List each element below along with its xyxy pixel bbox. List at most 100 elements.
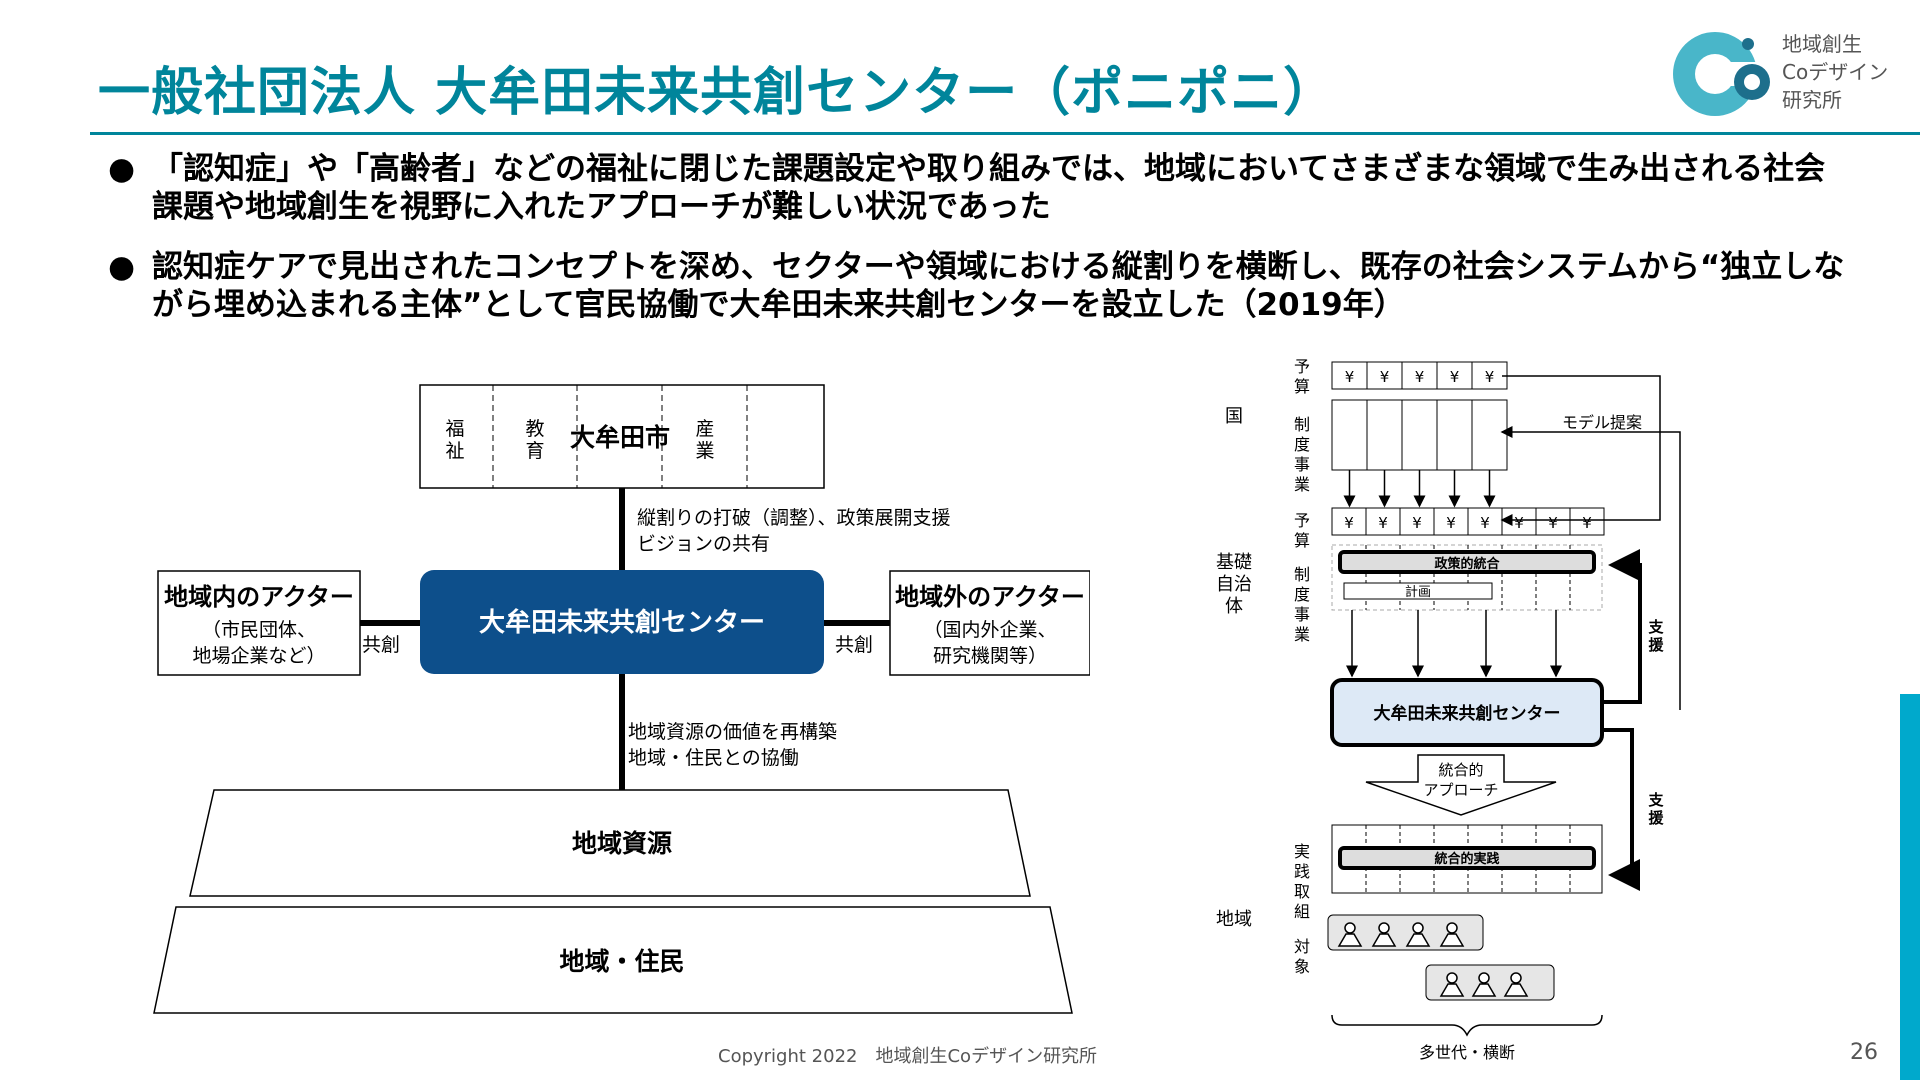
downward-arrows [1346,610,1562,678]
center-box [420,570,824,674]
integrated-practice-bar [1338,846,1596,870]
budget-cell [1433,507,1469,536]
budget-cell [1365,507,1401,536]
center-label: 大牟田未来共創センター [479,607,765,638]
budget-return-line [1500,375,1661,526]
policy-integration-bar [1338,550,1596,574]
left-actor-sub: （市民団体、 [202,619,316,641]
side-accent-bar [1900,694,1920,1080]
budget-cell [1401,361,1438,390]
level-municipality: 体 [1225,596,1243,617]
person-icon [1405,933,1431,947]
right-link-label: 共創 [835,634,873,656]
support-label: 援 [1648,809,1664,827]
yen-icon: ¥ [1450,368,1460,386]
top-link-label: ビジョンの共有 [637,533,770,555]
system-label: 事 [1294,605,1310,624]
plan-box [1343,582,1493,600]
budget-label: 算 [1294,377,1310,396]
copyright: Copyright 2022 地域創生Coデザイン研究所 [718,1046,1098,1067]
right-actor-sub: 研究機関等） [933,645,1047,667]
logo-line: 研究所 [1782,88,1842,112]
residents-label: 地域・住民 [559,947,684,976]
title-underline [90,132,1920,135]
budget-cell [1471,361,1508,390]
bottom-link-label: 地域資源の価値を再構築 [628,721,837,743]
target-label: 対 [1294,937,1310,956]
person-icon [1471,983,1497,997]
support-arrow-down [1602,728,1640,891]
center-label: 大牟田未来共創センター [1374,703,1561,724]
system-column [1401,399,1438,471]
logo-icon [1673,32,1770,116]
sector-label: 福祉 [445,418,464,462]
budget-label: 算 [1294,531,1310,550]
yen-icon: ¥ [1344,514,1354,532]
budget-cell [1399,507,1435,536]
support-arrow-up [1602,549,1642,704]
level-municipality: 自治 [1216,574,1252,595]
person-icon [1503,983,1529,997]
system-label: 度 [1294,585,1310,604]
practice-label: 践 [1294,862,1310,881]
left-diagram: 福祉 教育 産業 大牟田市 縦割りの打破（調整）、政策展開支援 ビジョンの共有 … [153,384,1090,1014]
national-system-columns [1331,399,1508,508]
person-icon [1412,922,1424,934]
system-label: 制 [1294,415,1310,434]
city-label: 大牟田市 [570,423,670,452]
budget-cell [1331,507,1367,536]
person-icon [1371,933,1397,947]
page-title: 一般社団法人 大牟田未来共創センター（ポニポニ） [98,63,1337,123]
page-number: 26 [1850,1040,1878,1065]
brace-icon [1331,1014,1603,1037]
resources-label: 地域資源 [572,829,672,858]
approach-arrow-icon [1365,754,1557,816]
approach-label: アプローチ [1423,781,1498,799]
person-icon [1378,922,1390,934]
practice-label: 実 [1294,842,1310,861]
person-icon [1337,933,1363,947]
center-box [1330,678,1604,747]
model-proposal-label: モデル提案 [1562,413,1642,432]
bottom-link-label: 地域・住民との協働 [628,747,799,769]
support-label: 支 [1647,618,1664,636]
yen-icon: ¥ [1548,514,1558,532]
people-icons [1337,922,1465,947]
left-link-label: 共創 [362,634,400,656]
level-region: 地域 [1216,909,1252,930]
level-municipality: 基礎 [1216,552,1252,573]
system-column [1331,399,1368,471]
yen-icon: ¥ [1582,514,1592,532]
practice-label: 取 [1294,882,1310,901]
yen-icon: ¥ [1378,514,1388,532]
left-actor-box [157,570,361,676]
system-label: 度 [1294,435,1310,454]
budget-cell [1436,361,1473,390]
sector-label: 教育 [525,418,544,462]
people-icons [1439,972,1529,997]
budget-label: 予 [1294,357,1310,376]
system-column [1471,399,1508,471]
target-label: 象 [1294,957,1310,976]
row-labels: 予 算 制 度 事 業 予 算 制 度 事 業 実 践 取 組 対 象 [1294,357,1310,976]
policy-integration-label: 政策的統合 [1434,556,1500,572]
system-label: 業 [1294,475,1310,494]
budget-label: 予 [1294,511,1310,530]
yen-icon: ¥ [1480,514,1490,532]
right-actor-title: 地域外のアクター [895,583,1085,611]
logo-line: 地域創生 [1782,32,1862,56]
approach-label: 統合的 [1438,761,1483,779]
yen-icon: ¥ [1415,368,1425,386]
national-budget-cells: ¥¥¥¥¥ [1331,361,1508,390]
system-label: 事 [1294,455,1310,474]
bullet-line: 「認知症」や「高齢者」などの福祉に閉じた課題設定や取り組みでは、地域においてさま… [152,151,1826,187]
bullet-line: がら埋め込まれる主体”として官民協働で大牟田未来共創センターを設立した（2019… [152,287,1405,323]
bullet-dot-icon: ● [108,249,136,285]
right-actor-box [889,570,1090,676]
logo-line: Coデザイン [1782,60,1889,84]
plan-label: 計画 [1405,584,1431,600]
person-icon [1344,922,1356,934]
system-label: 業 [1294,625,1310,644]
practice-dividers [1365,825,1571,893]
budget-cell [1331,361,1368,390]
